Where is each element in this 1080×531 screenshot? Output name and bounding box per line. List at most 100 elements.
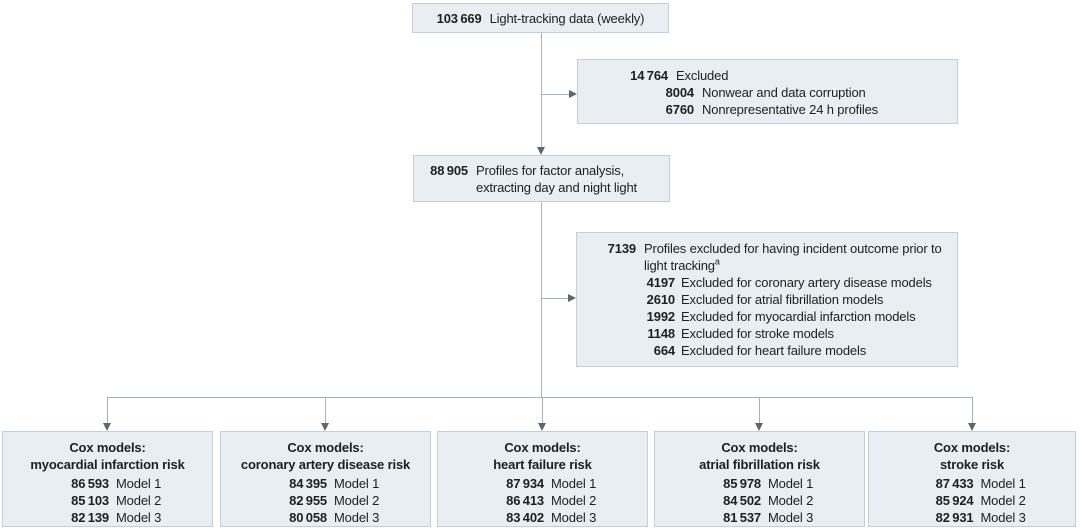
cox-title-line1: Cox models: — [721, 440, 798, 455]
model-count: 85 978 — [723, 476, 761, 491]
cox-title-line2: coronary artery disease risk — [240, 457, 411, 472]
cox-title-line2: stroke risk — [939, 457, 1005, 472]
arrowhead-to-factor-box — [537, 147, 545, 155]
model-row: 85 978 Model 1 — [655, 475, 864, 492]
light-tracking-label: Light-tracking data (weekly) — [489, 10, 645, 26]
cox-title-line2: heart failure risk — [493, 457, 592, 472]
arrowhead-outcome-4 — [755, 423, 763, 431]
model-row: 80 058 Model 3 — [221, 509, 430, 526]
box-cox-stroke: Cox models: stroke risk 87 433 Model 1 8… — [868, 431, 1076, 527]
model-label: Model 1 — [116, 476, 162, 491]
connector-branch-weekly-exclusion — [541, 94, 569, 95]
model-label: Model 3 — [334, 510, 380, 525]
arrowhead-outcome-2 — [321, 423, 329, 431]
model-rows: 86 593 Model 1 85 103 Model 2 82 139 Mod… — [3, 475, 212, 526]
connector-main-1 — [541, 33, 542, 147]
exclusion-row: 7139 Profiles excluded for having incide… — [587, 240, 951, 274]
model-count: 82 955 — [289, 493, 327, 508]
model-label: Model 2 — [116, 493, 162, 508]
arrowhead-outcome-1 — [103, 423, 111, 431]
cox-title-line2: myocardial infarction risk — [30, 457, 185, 472]
model-rows: 87 433 Model 1 85 924 Model 2 82 931 Mod… — [869, 475, 1075, 526]
connector-drop-4 — [759, 397, 760, 423]
exclusion-row: 2610 Excluded for atrial fibrillation mo… — [587, 291, 951, 308]
model-count: 83 402 — [506, 510, 544, 525]
footnote-marker: a — [714, 256, 720, 267]
model-row: 87 934 Model 1 — [438, 475, 647, 492]
model-count: 84 395 — [289, 476, 327, 491]
connector-branch-outcome-exclusion — [541, 298, 568, 299]
model-row: 82 955 Model 2 — [221, 492, 430, 509]
box-factor-analysis: 88 905 Profiles for factor analysis, ext… — [413, 155, 670, 202]
connector-drop-1 — [107, 397, 108, 423]
excluded-count: 1992 — [646, 309, 675, 324]
model-count: 86 593 — [71, 476, 109, 491]
model-count: 80 058 — [289, 510, 327, 525]
model-label: Model 3 — [768, 510, 814, 525]
excluded-label: Excluded — [676, 68, 729, 83]
connector-drop-3 — [542, 397, 543, 423]
excluded-count: 7139 — [607, 241, 636, 256]
model-label: Model 3 — [980, 510, 1026, 525]
excluded-label: Excluded for myocardial infarction model… — [681, 309, 916, 324]
excluded-label: Profiles excluded for having incident ou… — [644, 240, 951, 274]
box-exclusion-outcome: 7139 Profiles excluded for having incide… — [576, 232, 958, 367]
connector-drop-5 — [972, 397, 973, 423]
model-count: 85 103 — [71, 493, 109, 508]
exclusion-row: 664 Excluded for heart failure models — [587, 342, 951, 359]
excluded-count: 8004 — [665, 85, 694, 100]
exclusion-row: 8004 Nonwear and data corruption — [588, 84, 951, 101]
model-label: Model 3 — [116, 510, 162, 525]
exclusion-row: 1148 Excluded for stroke models — [587, 325, 951, 342]
model-count: 82 139 — [71, 510, 109, 525]
model-row: 82 139 Model 3 — [3, 509, 212, 526]
box-cox-myocardial-infarction: Cox models: myocardial infarction risk 8… — [2, 431, 213, 527]
connector-main-2 — [541, 202, 542, 397]
model-count: 84 502 — [723, 493, 761, 508]
excluded-label: Nonwear and data corruption — [702, 85, 866, 100]
factor-analysis-count: 88 905 — [430, 163, 468, 178]
model-row: 85 924 Model 2 — [869, 492, 1075, 509]
box-cox-heart-failure: Cox models: heart failure risk 87 934 Mo… — [437, 431, 648, 527]
connector-drop-2 — [325, 397, 326, 423]
cox-title-line1: Cox models: — [69, 440, 146, 455]
model-rows: 84 395 Model 1 82 955 Model 2 80 058 Mod… — [221, 475, 430, 526]
model-count: 86 413 — [506, 493, 544, 508]
model-row: 86 413 Model 2 — [438, 492, 647, 509]
model-row: 83 402 Model 3 — [438, 509, 647, 526]
model-count: 81 537 — [723, 510, 761, 525]
model-rows: 85 978 Model 1 84 502 Model 2 81 537 Mod… — [655, 475, 864, 526]
arrowhead-outcome-5 — [968, 423, 976, 431]
model-row: 82 931 Model 3 — [869, 509, 1075, 526]
excluded-count: 6760 — [665, 102, 694, 117]
light-tracking-count: 103 669 — [436, 10, 482, 26]
cox-title-line2: atrial fibrillation risk — [699, 457, 820, 472]
model-count: 87 433 — [935, 476, 974, 491]
model-label: Model 1 — [551, 476, 597, 491]
excluded-count: 664 — [653, 343, 675, 358]
model-label: Model 1 — [980, 476, 1026, 491]
excluded-count: 2610 — [646, 292, 675, 307]
model-label: Model 2 — [980, 493, 1026, 508]
cox-title-line1: Cox models: — [287, 440, 364, 455]
box-cox-atrial-fibrillation: Cox models: atrial fibrillation risk 85 … — [654, 431, 865, 527]
model-label: Model 2 — [334, 493, 380, 508]
box-light-tracking-data: 103 669 Light-tracking data (weekly) — [412, 3, 669, 33]
excluded-label-text: Profiles excluded for having incident ou… — [644, 241, 942, 273]
model-label: Model 3 — [551, 510, 597, 525]
model-rows: 87 934 Model 1 86 413 Model 2 83 402 Mod… — [438, 475, 647, 526]
excluded-label: Excluded for atrial fibrillation models — [681, 292, 884, 307]
arrowhead-to-weekly-exclusion — [569, 90, 577, 98]
factor-analysis-row: 88 905 Profiles for factor analysis, ext… — [422, 162, 661, 196]
model-count: 82 931 — [935, 510, 974, 525]
model-count: 85 924 — [935, 493, 974, 508]
connector-distribution — [107, 397, 973, 398]
model-row: 84 502 Model 2 — [655, 492, 864, 509]
cox-title-line1: Cox models: — [504, 440, 581, 455]
model-row: 86 593 Model 1 — [3, 475, 212, 492]
model-count: 87 934 — [506, 476, 544, 491]
exclusion-row: 1992 Excluded for myocardial infarction … — [587, 308, 951, 325]
model-row: 84 395 Model 1 — [221, 475, 430, 492]
factor-analysis-label: Profiles for factor analysis, extracting… — [476, 163, 637, 195]
